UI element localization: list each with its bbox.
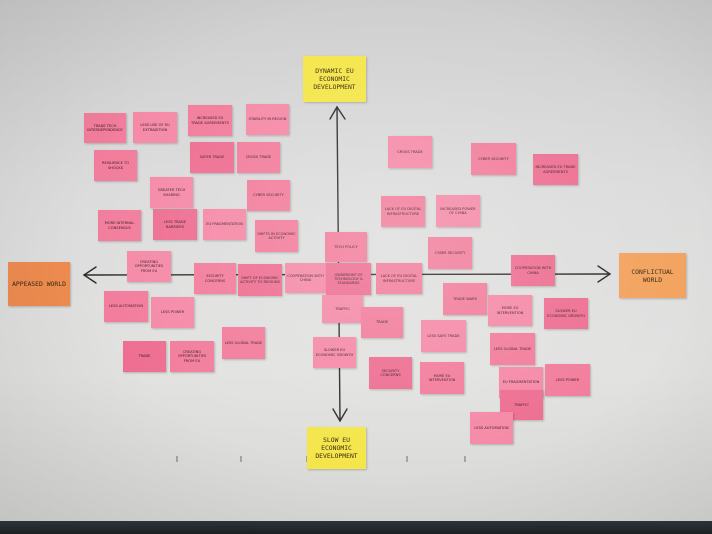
sticky-note: CYBER SECURITY (471, 143, 516, 175)
sticky-note: TRADE WARS (443, 283, 487, 315)
sticky-note: LESS GLOBAL TRADE (490, 333, 535, 365)
sticky-note: TECH POLICY (325, 232, 367, 262)
sticky-note: CREATING OPPORTUNITIES FROM EU (170, 341, 214, 372)
wall-mark (240, 456, 242, 462)
sticky-note: CYBER SECURITY (247, 180, 290, 211)
sticky-note: RESILIENCE TO SHOCKS (94, 150, 137, 181)
sticky-note: TRADE (361, 307, 403, 338)
sticky-note: TRAFFIC (322, 295, 363, 323)
sticky-note: EU FRAGMENTATION (203, 209, 246, 240)
sticky-note: MORE INTERNAL CONSENSUS (98, 210, 141, 241)
axis-label-right: CONFLICTUAL WORLD (619, 253, 686, 298)
sticky-note: SLOWER EU ECONOMIC GROWTH (313, 337, 356, 368)
sticky-note: TRADE TECH INTERDEPENDENCE (84, 113, 126, 143)
axis-label-top: DYNAMIC EU ECONOMIC DEVELOPMENT (303, 56, 366, 102)
sticky-note: LESS AUTOMATION (470, 412, 513, 444)
wall-mark (176, 456, 178, 462)
floor-strip (0, 521, 712, 534)
sticky-note: LACK OF EU DIGITAL INFRASTRUCTURE (381, 196, 425, 227)
sticky-note: CROSS TRADE (388, 136, 432, 168)
sticky-note: MORE EU INTERVENTION (420, 362, 464, 394)
sticky-note: GREATER TECH SHARING (150, 177, 193, 208)
sticky-note: LESS TRADE BARRIERS (153, 209, 197, 240)
axis-label-left: APPEASED WORLD (8, 262, 70, 306)
sticky-note: SLOWER EU ECONOMIC GROWTH (544, 298, 588, 329)
sticky-note: LESS POWER (151, 297, 194, 328)
wall-mark (464, 456, 466, 462)
sticky-note: COOPERATION WITH CHINA (285, 263, 326, 293)
sticky-note: MORE EU INTERVENTION (488, 295, 532, 326)
sticky-note: INCREASED POWER OF CHINA (436, 195, 480, 227)
sticky-note: SECURITY CONCERNS (194, 263, 236, 294)
sticky-note: SAFER TRADE (190, 142, 234, 173)
sticky-note: LESS POWER (545, 364, 590, 396)
sticky-note: LACK OF EU DIGITAL INFRASTRUCTURE (376, 263, 422, 294)
sticky-note: COOPERATION WITH CHINA (511, 255, 555, 286)
sticky-note: LESS USE OF EU EXTRADITION (133, 112, 177, 143)
sticky-note: SECURITY CONCERNS (369, 357, 412, 389)
sticky-note: TRADE (123, 341, 166, 372)
sticky-note: INCREASED EU TRADE AGREEMENTS (533, 154, 578, 185)
sticky-note: INCREASED EU TRADE AGREEMENTS (188, 105, 232, 136)
sticky-note: OWNERSHIP OF TECHNOLOGY & STANDARDS (326, 263, 371, 295)
axis-label-bottom: SLOW EU ECONOMIC DEVELOPMENT (307, 427, 366, 469)
sticky-note: STABILITY IN REGION (246, 104, 289, 135)
sticky-note: SHIFT OF ECONOMIC ACTIVITY TO REGIONS (238, 264, 282, 296)
sticky-note: CREATING OPPORTUNITIES FROM EU (127, 251, 171, 282)
sticky-note: LESS SAFE TRADE (421, 320, 466, 352)
sticky-note: CYBER SECURITY (428, 237, 472, 269)
sticky-note: SHIFTS IN ECONOMIC ACTIVITY (255, 220, 298, 252)
sticky-note: CROSS TRADE (237, 142, 280, 173)
wall-mark (406, 456, 408, 462)
sticky-note: LESS GLOBAL TRADE (222, 327, 265, 359)
sticky-note: LESS AUTOMATION (104, 291, 148, 322)
